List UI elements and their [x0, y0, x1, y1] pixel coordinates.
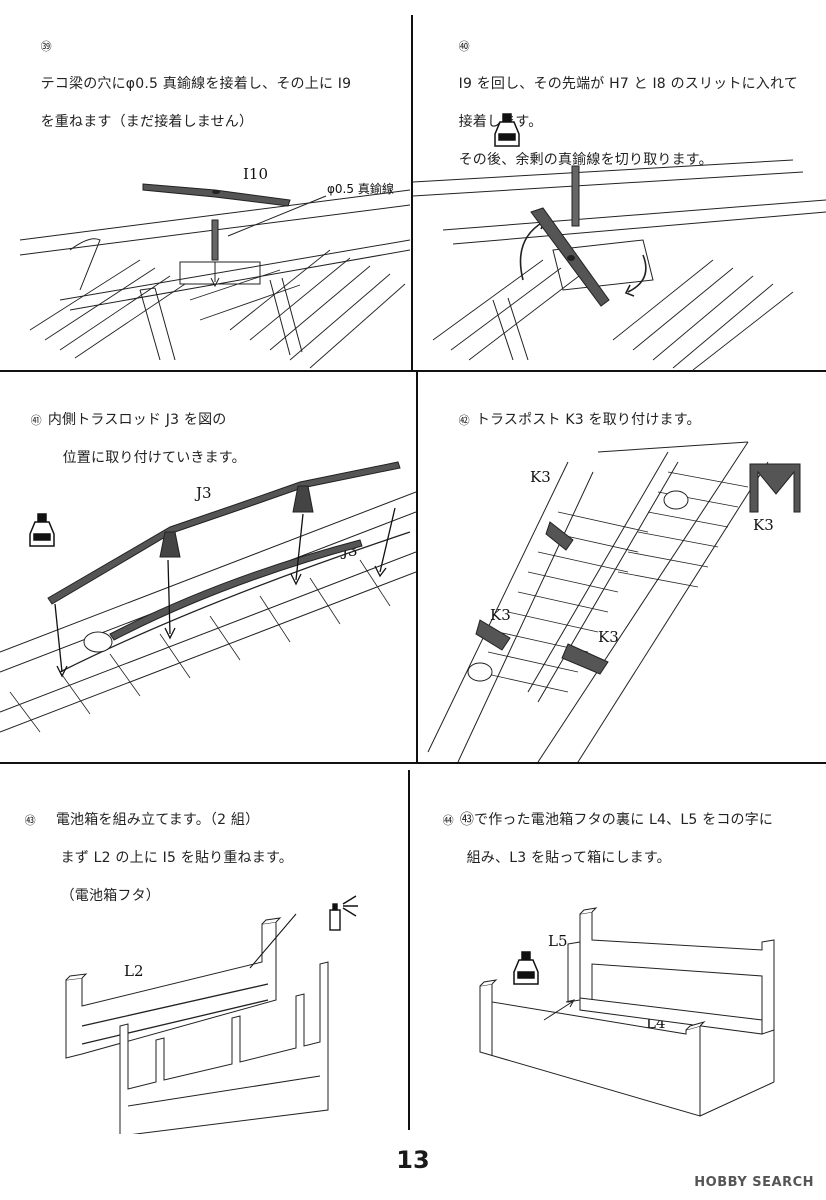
- step-43-number: ㊸: [24, 814, 36, 827]
- part-label-j3-top: J3: [196, 484, 212, 502]
- page-number: 13: [396, 1146, 430, 1174]
- step-39-illustration: [19, 183, 410, 369]
- part-i10-shape: [142, 183, 291, 207]
- part-label-k3-a: K3: [530, 468, 551, 486]
- glue-bottle-icon: [494, 113, 520, 147]
- part-label-k3-c: K3: [490, 606, 511, 624]
- divider-row1: [0, 370, 826, 372]
- wire-label: φ0.5 真鍮線: [327, 182, 394, 196]
- divider-mid-vertical: [416, 372, 418, 762]
- glue-bottle-icon: [513, 951, 539, 985]
- step-40-panel: ㊵ I9 を回し、その先端が H7 と I8 のスリットに入れて 接着します。 …: [413, 0, 826, 370]
- step-44-number: ㊹: [442, 814, 454, 827]
- step-39-instructions: ㊴ テコ梁の穴にφ0.5 真鍮線を接着し、その上に I9 を重ねます（まだ接着し…: [40, 40, 352, 130]
- step-43-illustration: [65, 895, 358, 1134]
- step-44-illustration: [479, 907, 775, 1117]
- part-k3-loose-shape: [749, 463, 801, 513]
- step-40-instructions: ㊵ I9 を回し、その先端が H7 と I8 のスリットに入れて 接着します。 …: [458, 40, 798, 168]
- part-j3-top-shape: [47, 461, 401, 605]
- step-40-illustration: [413, 113, 826, 370]
- divider-top-vertical: [411, 15, 413, 370]
- brass-wire-shape: [211, 219, 219, 261]
- part-label-i10: I10: [243, 165, 269, 183]
- hobby-search-watermark: HOBBY SEARCH: [694, 1175, 814, 1190]
- glue-bottle-icon: [29, 513, 55, 547]
- step-41-illustration: [0, 461, 416, 733]
- step-41-number: ㊶: [30, 414, 42, 427]
- spray-glue-icon: [329, 895, 358, 931]
- divider-bottom-vertical: [408, 770, 410, 1130]
- step-39-panel: ㊴ テコ梁の穴にφ0.5 真鍮線を接着し、その上に I9 を重ねます（まだ接着し…: [0, 0, 410, 370]
- part-j3-lower-shape: [109, 539, 363, 641]
- divider-row2: [0, 762, 826, 764]
- step-39-number: ㊴: [40, 40, 52, 53]
- step-42-number: ㊷: [458, 414, 470, 427]
- step-40-number: ㊵: [458, 40, 470, 53]
- step-42-illustration: [427, 441, 801, 762]
- part-label-k3-b: K3: [753, 516, 774, 534]
- part-label-l5: L5: [548, 932, 568, 950]
- part-label-l2: L2: [124, 962, 144, 980]
- part-label-k3-d: K3: [598, 628, 619, 646]
